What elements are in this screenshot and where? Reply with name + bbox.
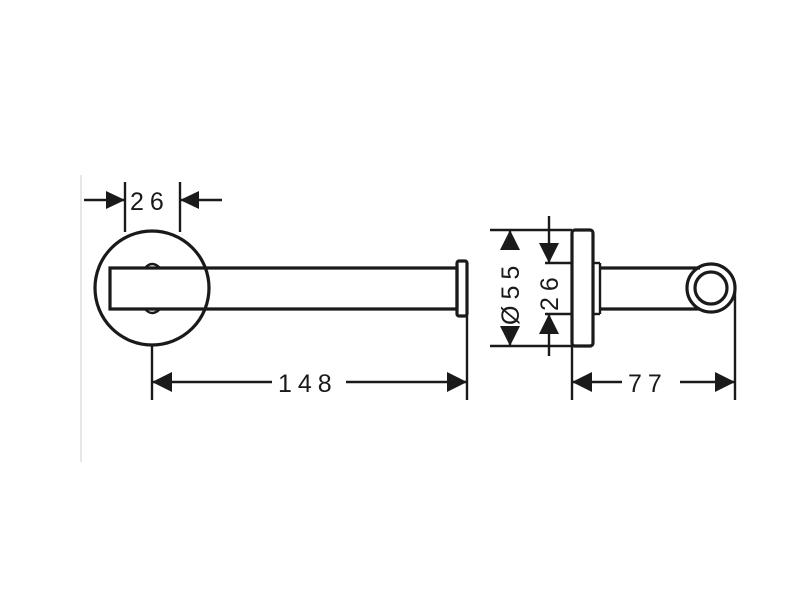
dim-label-side-height: 26 bbox=[536, 271, 564, 311]
dim-side-rosette-height: 26 bbox=[536, 216, 572, 356]
front-view: 26 148 bbox=[84, 182, 469, 400]
arrow-right-icon bbox=[106, 191, 125, 209]
front-mount-detail bbox=[144, 262, 161, 315]
arrow-down-icon bbox=[539, 243, 559, 263]
side-view: Ø55 26 77 bbox=[490, 216, 737, 400]
front-arm bbox=[108, 266, 210, 311]
front-end-cap bbox=[455, 259, 469, 318]
front-rosette bbox=[93, 229, 211, 347]
arrow-left-icon bbox=[152, 372, 172, 392]
side-rosette bbox=[570, 228, 595, 348]
dim-rosette-diameter: Ø55 bbox=[490, 228, 572, 348]
dim-projection: 77 bbox=[570, 288, 737, 400]
arrow-right-icon bbox=[715, 372, 735, 392]
dim-label-front-width: 26 bbox=[130, 188, 170, 216]
dim-total-length: 148 bbox=[150, 316, 469, 400]
side-end-ring-inner bbox=[693, 270, 729, 306]
dim-label-rosette-diameter: Ø55 bbox=[497, 260, 525, 325]
dim-label-projection: 77 bbox=[628, 370, 668, 398]
arrow-up-icon bbox=[500, 230, 520, 250]
arrow-up-icon bbox=[539, 314, 559, 334]
arrow-left-icon bbox=[572, 372, 592, 392]
arrow-left-icon bbox=[180, 191, 199, 209]
dim-label-total-length: 148 bbox=[278, 370, 338, 398]
arrow-right-icon bbox=[447, 372, 467, 392]
arrow-down-icon bbox=[500, 326, 520, 346]
dim-front-rosette-width: 26 bbox=[84, 182, 222, 232]
